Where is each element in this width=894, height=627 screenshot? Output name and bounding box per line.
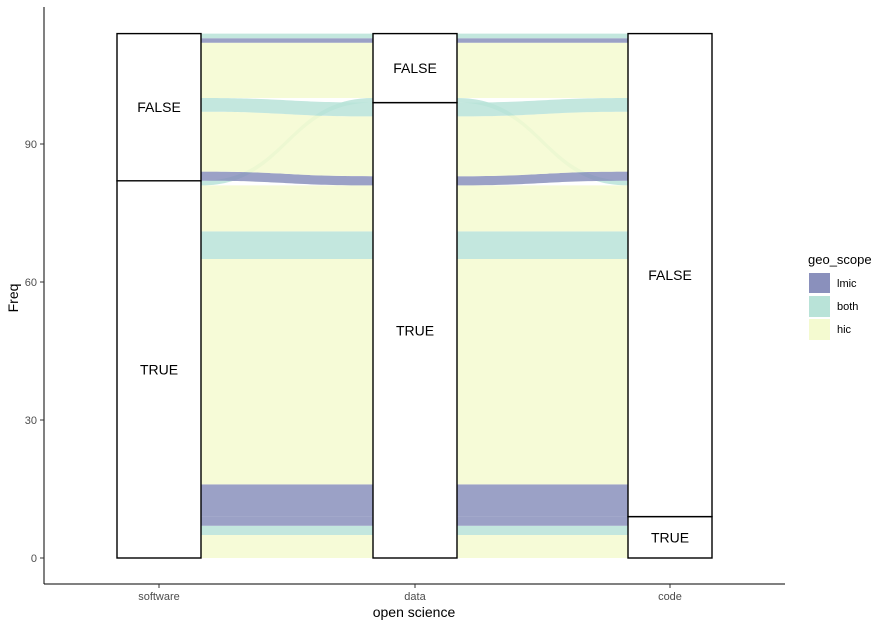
flow-both	[201, 231, 373, 259]
stratum-label: FALSE	[137, 99, 181, 115]
y-tick-label: 90	[25, 139, 37, 151]
legend-label-both: both	[837, 301, 858, 313]
legend: geo_scope lmic both hic	[808, 252, 872, 340]
flow-hic	[201, 111, 373, 177]
y-axis-title: Freq	[5, 284, 21, 313]
strata-layer: TRUE FALSE TRUE FALSE TRUE FALSE	[116, 32, 713, 559]
legend-label-hic: hic	[837, 324, 852, 336]
flow-lmic	[457, 171, 628, 186]
stratum-data-true	[372, 101, 458, 559]
legend-key-hic	[809, 319, 830, 340]
flow-both	[457, 525, 628, 535]
flow-hic	[457, 111, 628, 177]
stratum-software-true	[116, 180, 202, 559]
x-ticks: software data code	[138, 584, 682, 603]
flow-both	[201, 33, 373, 39]
flow-hic	[201, 42, 373, 98]
flow-hic	[457, 259, 628, 485]
x-axis-title: open science	[373, 604, 456, 620]
flow-lmic	[457, 38, 628, 43]
flow-lmic	[457, 484, 628, 517]
flow-hic	[201, 259, 373, 485]
flow-hic	[457, 185, 628, 232]
flow-lmic	[457, 516, 628, 526]
legend-title: geo_scope	[808, 252, 872, 267]
stratum-data-false	[372, 32, 458, 104]
flow-both	[201, 525, 373, 535]
flow-hic	[201, 535, 373, 558]
y-tick-label: 0	[31, 553, 37, 565]
flow-both	[201, 98, 373, 117]
flow-both	[457, 98, 628, 117]
flow-hic	[201, 185, 373, 232]
flow-both	[457, 231, 628, 259]
x-tick-label: software	[138, 591, 180, 603]
x-tick-label: data	[404, 591, 426, 603]
flow-hic	[457, 42, 628, 98]
stratum-label: FALSE	[393, 60, 437, 76]
stratum-label: TRUE	[396, 322, 434, 338]
flow-both	[457, 33, 628, 39]
flow-hic	[457, 535, 628, 558]
legend-key-both	[809, 296, 830, 317]
stratum-label: TRUE	[651, 529, 689, 545]
flow-lmic	[201, 484, 373, 517]
stratum-label: FALSE	[648, 267, 692, 283]
legend-label-lmic: lmic	[837, 278, 857, 290]
stratum-code-false	[627, 32, 713, 518]
flow-lmic	[201, 38, 373, 43]
flow-lmic	[201, 171, 373, 186]
x-tick-label: code	[658, 591, 682, 603]
flow-lmic	[201, 516, 373, 526]
y-ticks: 0 30 60 90	[25, 139, 44, 565]
stratum-label: TRUE	[140, 361, 178, 377]
y-tick-label: 30	[25, 415, 37, 427]
legend-key-lmic	[809, 273, 830, 293]
y-tick-label: 60	[25, 277, 37, 289]
stratum-software-false	[116, 32, 202, 182]
